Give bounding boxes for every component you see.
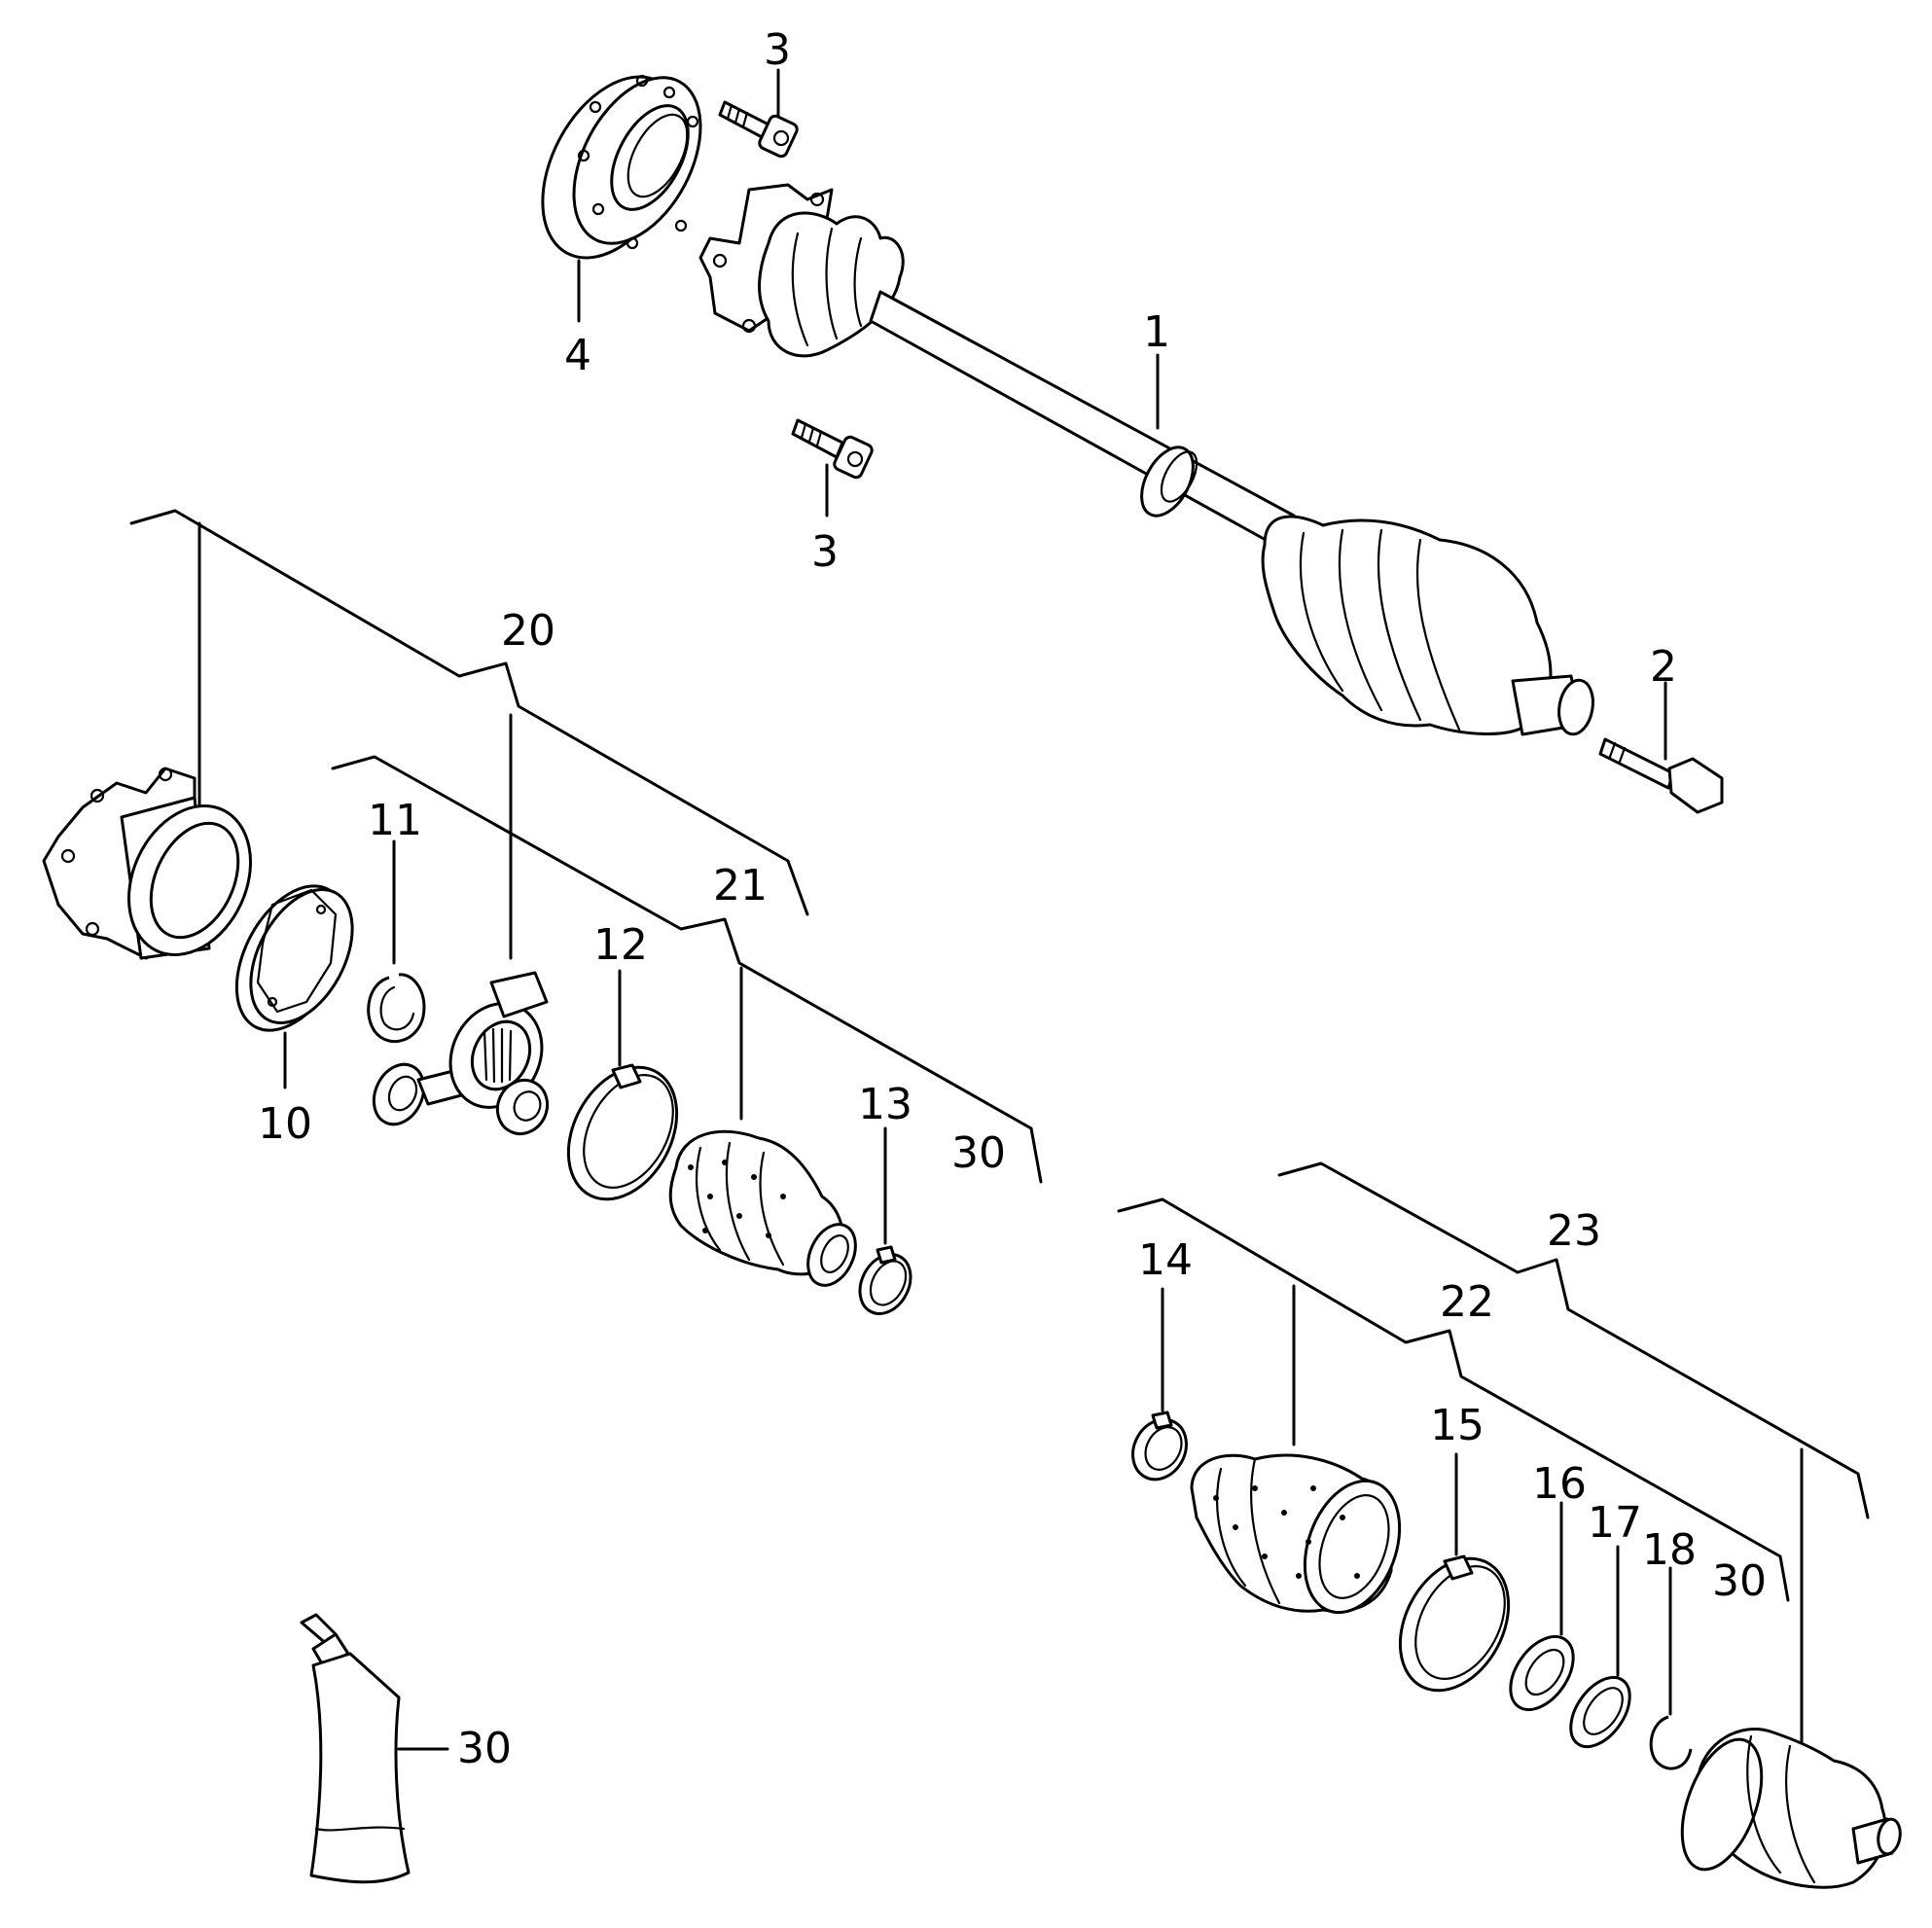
callout-11: 11 [368, 796, 422, 845]
part-17-dished-washer[interactable] [1558, 1666, 1641, 1757]
callout-10: 10 [258, 1099, 312, 1149]
bracket-20 [129, 509, 809, 916]
callout-3-middle: 3 [811, 527, 839, 577]
callout-23: 23 [1547, 1206, 1601, 1256]
part-18-circlip[interactable] [1649, 1715, 1693, 1770]
callout-30-upper: 30 [951, 1128, 1006, 1178]
callout-18: 18 [1642, 1525, 1697, 1575]
part-2-hex-bolt[interactable] [1598, 737, 1724, 814]
callout-17: 17 [1588, 1498, 1642, 1548]
callout-16: 16 [1532, 1459, 1587, 1509]
callout-30-tube: 30 [457, 1724, 512, 1773]
part-12-clamp-band[interactable] [547, 1049, 698, 1218]
part-14-small-clamp[interactable] [1123, 1410, 1197, 1489]
part-16-washer[interactable] [1498, 1625, 1587, 1722]
part-30-grease-tube[interactable] [300, 1613, 411, 1884]
callout-22: 22 [1440, 1277, 1494, 1327]
inner-joint-housing[interactable] [42, 767, 273, 975]
callout-1: 1 [1143, 307, 1170, 357]
callout-20: 20 [501, 606, 555, 656]
callout-12: 12 [593, 920, 648, 970]
tripod-spider[interactable] [365, 971, 558, 1142]
part-3-bolt-middle[interactable] [791, 418, 874, 480]
callout-13: 13 [858, 1080, 912, 1129]
bracket-21 [331, 755, 1043, 1184]
part-10-seal-plate[interactable] [214, 868, 374, 1049]
part-13-small-clamp[interactable] [850, 1245, 920, 1322]
callout-30-lower: 30 [1712, 1556, 1767, 1606]
outer-boot[interactable] [1190, 1453, 1416, 1625]
part-3-bolt-top[interactable] [718, 100, 799, 159]
part-15-clamp-band[interactable] [1378, 1540, 1530, 1709]
part-1-drive-shaft[interactable] [698, 183, 1597, 737]
callout-14: 14 [1138, 1235, 1193, 1285]
bracket-23 [1277, 1161, 1870, 1519]
callout-15: 15 [1430, 1401, 1485, 1450]
callout-4: 4 [564, 331, 591, 380]
part-11-circlip[interactable] [367, 973, 426, 1044]
inner-boot[interactable] [668, 1129, 865, 1293]
bracket-22 [1117, 1197, 1790, 1602]
outer-cv-joint[interactable] [1666, 1727, 1903, 1889]
part-4-flange-ring[interactable] [514, 54, 726, 282]
callout-21: 21 [713, 861, 768, 910]
callout-2: 2 [1650, 642, 1677, 692]
callout-3-top: 3 [764, 25, 791, 75]
